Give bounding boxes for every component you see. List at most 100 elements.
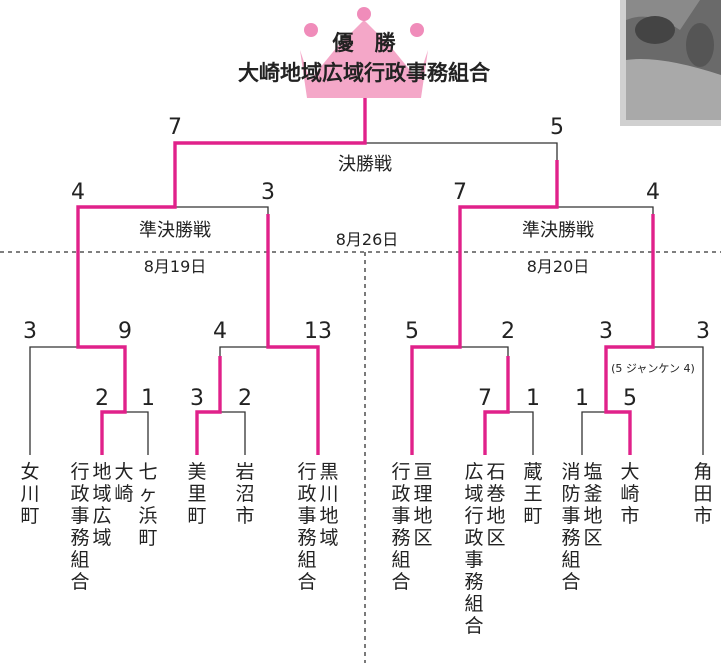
svg-text:務: 務 — [70, 527, 89, 549]
svg-text:地: 地 — [319, 505, 338, 527]
team-name: 大崎地域広域行政事務組合 — [70, 461, 133, 593]
svg-text:務: 務 — [297, 527, 316, 549]
score: 4 — [646, 180, 660, 205]
svg-text:区: 区 — [413, 527, 432, 549]
svg-text:七: 七 — [138, 461, 157, 483]
date-semi-left: 8月19日 — [144, 257, 207, 276]
svg-text:域: 域 — [319, 527, 338, 549]
svg-text:田: 田 — [693, 483, 712, 505]
svg-text:事: 事 — [70, 505, 89, 527]
score: 4 — [71, 180, 85, 205]
svg-text:町: 町 — [187, 505, 206, 527]
date-final: 8月26日 — [336, 230, 399, 249]
svg-text:合: 合 — [297, 571, 316, 593]
score: 3 — [261, 180, 275, 205]
svg-text:崎: 崎 — [114, 483, 133, 505]
score: 13 — [304, 319, 332, 344]
svg-text:地: 地 — [92, 461, 111, 483]
score: 1 — [575, 386, 589, 411]
svg-text:行: 行 — [464, 505, 483, 527]
svg-text:黒: 黒 — [319, 461, 338, 483]
semi-right-label: 準決勝戦 — [522, 220, 594, 241]
svg-text:崎: 崎 — [620, 483, 639, 505]
svg-text:地: 地 — [486, 505, 505, 527]
svg-text:市: 市 — [235, 505, 254, 527]
svg-text:務: 務 — [391, 527, 410, 549]
svg-text:大: 大 — [114, 461, 133, 483]
team-name: 角田市 — [693, 461, 712, 527]
janken-note: (5 ジャンケン 4) — [611, 362, 695, 375]
svg-text:合: 合 — [391, 571, 410, 593]
svg-text:広: 広 — [92, 505, 111, 527]
score: 2 — [238, 386, 252, 411]
score: 1 — [526, 386, 540, 411]
svg-text:事: 事 — [561, 505, 580, 527]
svg-text:ヶ: ヶ — [138, 483, 157, 505]
svg-text:広: 広 — [464, 461, 483, 483]
svg-text:事: 事 — [391, 505, 410, 527]
svg-text:理: 理 — [413, 483, 432, 505]
svg-text:町: 町 — [138, 527, 157, 549]
team-name: 岩沼市 — [235, 461, 254, 527]
score: 7 — [453, 180, 467, 205]
svg-text:政: 政 — [464, 527, 483, 549]
svg-text:塩: 塩 — [583, 461, 602, 483]
score: 2 — [95, 386, 109, 411]
svg-text:王: 王 — [523, 483, 542, 505]
svg-text:組: 組 — [464, 593, 483, 615]
svg-text:大: 大 — [620, 461, 639, 483]
svg-text:組: 組 — [561, 549, 580, 571]
svg-text:市: 市 — [693, 505, 712, 527]
score: 9 — [118, 319, 132, 344]
score: 7 — [478, 386, 492, 411]
svg-text:消: 消 — [561, 461, 580, 483]
score: 3 — [190, 386, 204, 411]
svg-text:政: 政 — [70, 483, 89, 505]
svg-text:町: 町 — [20, 505, 39, 527]
svg-text:釜: 釜 — [583, 483, 602, 505]
bracket-lines — [29, 142, 704, 455]
svg-text:行: 行 — [297, 461, 316, 483]
svg-text:行: 行 — [70, 461, 89, 483]
svg-text:域: 域 — [464, 483, 483, 505]
score: 3 — [696, 319, 710, 344]
winner-path — [76, 98, 655, 455]
final-label: 決勝戦 — [338, 154, 392, 175]
svg-text:域: 域 — [92, 527, 111, 549]
score: 4 — [213, 319, 227, 344]
team-labels: 女川町大崎地域広域行政事務組合七ヶ浜町美里町岩沼市黒川地域行政事務組合亘理地区行… — [20, 461, 712, 637]
svg-text:地: 地 — [413, 505, 432, 527]
svg-text:務: 務 — [561, 527, 580, 549]
score: 1 — [141, 386, 155, 411]
score: 2 — [501, 319, 515, 344]
svg-text:岩: 岩 — [235, 461, 254, 483]
svg-text:区: 区 — [583, 527, 602, 549]
champion-title: 優 勝 — [332, 31, 397, 55]
svg-text:政: 政 — [391, 483, 410, 505]
svg-text:女: 女 — [20, 461, 39, 483]
svg-text:政: 政 — [297, 483, 316, 505]
svg-text:巻: 巻 — [486, 483, 505, 505]
svg-text:市: 市 — [620, 505, 639, 527]
score: 3 — [599, 319, 613, 344]
svg-text:域: 域 — [92, 483, 111, 505]
svg-text:行: 行 — [391, 461, 410, 483]
team-name: 美里町 — [187, 461, 206, 527]
svg-text:合: 合 — [561, 571, 580, 593]
svg-text:沼: 沼 — [235, 483, 254, 505]
svg-text:組: 組 — [297, 549, 316, 571]
svg-text:川: 川 — [20, 483, 39, 505]
score: 7 — [168, 115, 182, 140]
photo-thumbnail — [620, 0, 721, 126]
team-name: 大崎市 — [620, 461, 639, 527]
svg-text:町: 町 — [523, 505, 542, 527]
svg-text:浜: 浜 — [138, 505, 157, 527]
svg-text:合: 合 — [464, 615, 483, 637]
semi-left-label: 準決勝戦 — [139, 220, 211, 241]
svg-text:石: 石 — [486, 461, 505, 483]
